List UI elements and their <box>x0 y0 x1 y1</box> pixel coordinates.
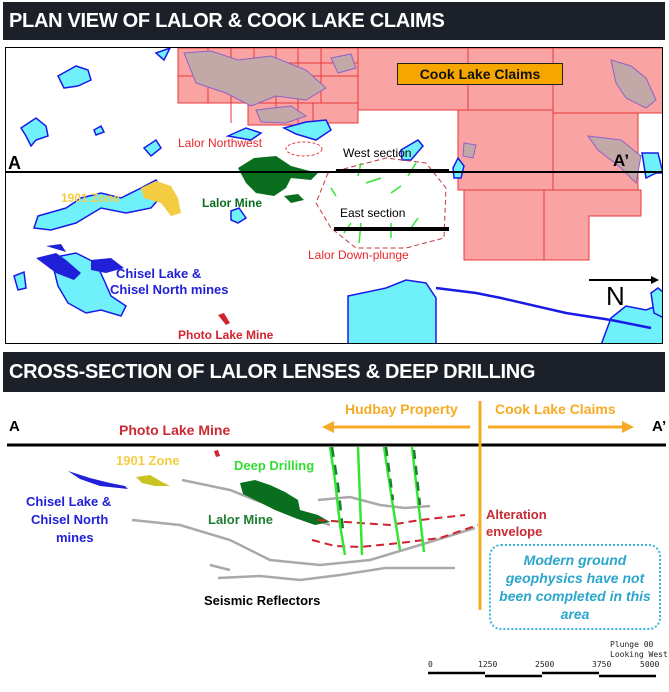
scale-looking-label: Looking West <box>610 650 668 659</box>
plan-view-banner: PLAN VIEW OF LALOR & COOK LAKE CLAIMS <box>3 2 665 40</box>
alteration-envelope <box>311 514 479 549</box>
chisel-section-line3: mines <box>56 530 94 545</box>
cook-lake-claims-label: Cook Lake Claims <box>397 63 563 85</box>
cross-section-banner: CROSS-SECTION OF LALOR LENSES & DEEP DRI… <box>3 352 665 392</box>
deep-drill-holes <box>328 446 426 556</box>
east-section-label: East section <box>340 206 406 220</box>
alteration-label-line2: envelope <box>486 524 543 539</box>
scale-tick: 1250 <box>478 660 498 669</box>
deep-drilling-label: Deep Drilling <box>234 458 315 473</box>
lake <box>13 270 27 291</box>
lalor-northwest-label: Lalor Northwest <box>178 136 263 150</box>
lalor-down-plunge-outline <box>315 157 447 249</box>
cross-section-title: CROSS-SECTION OF LALOR LENSES & DEEP DRI… <box>9 360 536 383</box>
lalor-down-plunge-label: Lalor Down-plunge <box>308 248 409 262</box>
chisel-mines-section <box>68 471 128 489</box>
plan-label-a-prime: A’ <box>613 151 630 170</box>
lake <box>281 119 332 141</box>
zone-1901-plan <box>141 181 181 216</box>
north-arrow-icon <box>651 276 659 284</box>
chisel-section-line2: Chisel North <box>31 512 109 527</box>
photo-lake-section <box>214 450 220 457</box>
chisel-section-line1: Chisel Lake & <box>26 494 112 509</box>
photo-lake-mine-label: Photo Lake Mine <box>178 328 274 342</box>
lake <box>19 117 49 148</box>
hudbay-property-label: Hudbay Property <box>345 401 458 417</box>
north-label: N <box>606 281 625 311</box>
plan-view-map: A A’ Lalor Northwest West section East s… <box>5 47 663 344</box>
scale-tick: 2500 <box>535 660 555 669</box>
photo-lake-plan <box>218 313 230 325</box>
west-section-label: West section <box>343 146 412 160</box>
zone-1901-section-label: 1901 Zone <box>116 453 180 468</box>
lake <box>641 152 662 180</box>
scale-tick: 5000 <box>640 660 660 669</box>
seismic-reflectors <box>131 478 476 582</box>
claim-block <box>463 189 545 261</box>
lalor-mine-plan <box>238 156 318 196</box>
chisel-mines-plan <box>36 253 81 280</box>
hudbay-arrow-icon <box>322 421 334 433</box>
chisel-label-line2: Chisel North mines <box>110 282 229 297</box>
lalor-mine-label: Lalor Mine <box>202 196 263 210</box>
geophysics-note: Modern ground geophysics have not been c… <box>489 544 661 630</box>
scale-bar <box>428 671 656 678</box>
lalor-northwest-outline <box>285 141 323 157</box>
lake <box>57 65 92 89</box>
alteration-label-line1: Alteration <box>486 507 547 522</box>
cook-arrow-icon <box>622 421 634 433</box>
lake <box>93 124 106 136</box>
lalor-mine-section-label: Lalor Mine <box>208 512 274 527</box>
scale-tick: 3750 <box>592 660 612 669</box>
lake <box>347 279 437 343</box>
plan-label-a: A <box>8 153 21 173</box>
plan-view-title: PLAN VIEW OF LALOR & COOK LAKE CLAIMS <box>9 9 445 32</box>
river <box>435 286 652 330</box>
chisel-label-line1: Chisel Lake & <box>116 266 202 281</box>
cook-lake-claims-section-label: Cook Lake Claims <box>495 401 616 417</box>
lake <box>225 127 263 141</box>
geophysics-note-text: Modern ground geophysics have not been c… <box>499 552 651 622</box>
lake <box>230 207 248 224</box>
lake <box>154 48 171 62</box>
section-label-a: A <box>9 418 20 435</box>
zone-1901-label: 1901 Zone <box>61 191 120 205</box>
photo-lake-mine-section-label: Photo Lake Mine <box>119 422 231 438</box>
lake <box>142 138 162 158</box>
seismic-reflectors-label: Seismic Reflectors <box>204 593 321 608</box>
section-label-a-prime: A’ <box>652 418 667 435</box>
claim-block <box>543 189 642 261</box>
zone-1901-section <box>136 475 170 486</box>
lake <box>400 139 424 161</box>
lake <box>650 287 662 318</box>
scale-plunge-label: Plunge 00 <box>610 640 654 649</box>
scale-tick: 0 <box>428 660 433 669</box>
